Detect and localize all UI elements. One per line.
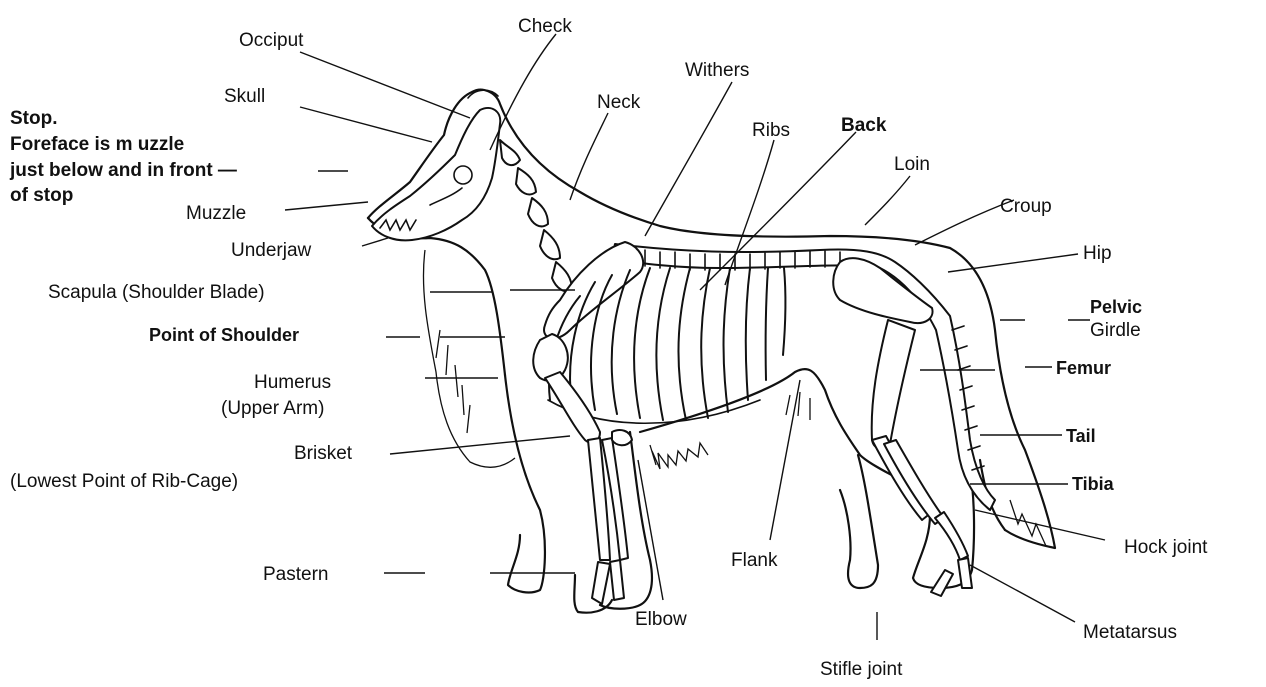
foreleg-bones: [533, 334, 632, 604]
label-upper-arm: (Upper Arm): [221, 398, 324, 419]
hindleg-bones: [833, 258, 972, 596]
label-hip: Hip: [1083, 243, 1112, 264]
label-girdle: Girdle: [1090, 320, 1141, 341]
label-neck: Neck: [597, 92, 641, 113]
label-skull: Skull: [224, 86, 265, 107]
label-flank: Flank: [731, 550, 778, 571]
label-occiput: Occiput: [239, 30, 304, 51]
label-stop-line3: of stop: [10, 185, 73, 206]
spine: [612, 244, 995, 510]
label-stop-line1: Foreface is m uzzle: [10, 134, 184, 155]
label-stop-title: Stop.: [10, 108, 58, 129]
label-withers: Withers: [685, 60, 749, 81]
label-pastern: Pastern: [263, 564, 328, 585]
label-muzzle: Muzzle: [186, 203, 246, 224]
label-tibia: Tibia: [1072, 474, 1115, 494]
label-femur: Femur: [1056, 358, 1111, 378]
label-lowest-point: (Lowest Point of Rib-Cage): [10, 471, 238, 492]
label-stifle-joint: Stifle joint: [820, 659, 903, 680]
label-hock-joint: Hock joint: [1124, 537, 1208, 558]
label-humerus: Humerus: [254, 372, 331, 393]
label-croup: Croup: [1000, 196, 1052, 217]
label-underjaw: Underjaw: [231, 240, 312, 261]
label-metatarsus: Metatarsus: [1083, 622, 1177, 643]
label-stop-line2: just below and in front —: [9, 160, 237, 181]
label-back: Back: [841, 115, 887, 136]
leader-lines: [285, 34, 1105, 640]
label-scapula: Scapula (Shoulder Blade): [48, 282, 265, 303]
label-brisket: Brisket: [294, 443, 353, 464]
label-tail: Tail: [1066, 426, 1096, 446]
skull-bones: [372, 90, 500, 240]
label-ribs: Ribs: [752, 120, 790, 141]
label-check: Check: [518, 16, 572, 37]
labels: Occiput Check Withers Skull Neck Ribs Ba…: [9, 16, 1208, 680]
label-elbow: Elbow: [635, 609, 687, 630]
label-pelvic: Pelvic: [1090, 297, 1142, 317]
label-loin: Loin: [894, 154, 930, 175]
label-point-of-shoulder: Point of Shoulder: [149, 325, 299, 345]
